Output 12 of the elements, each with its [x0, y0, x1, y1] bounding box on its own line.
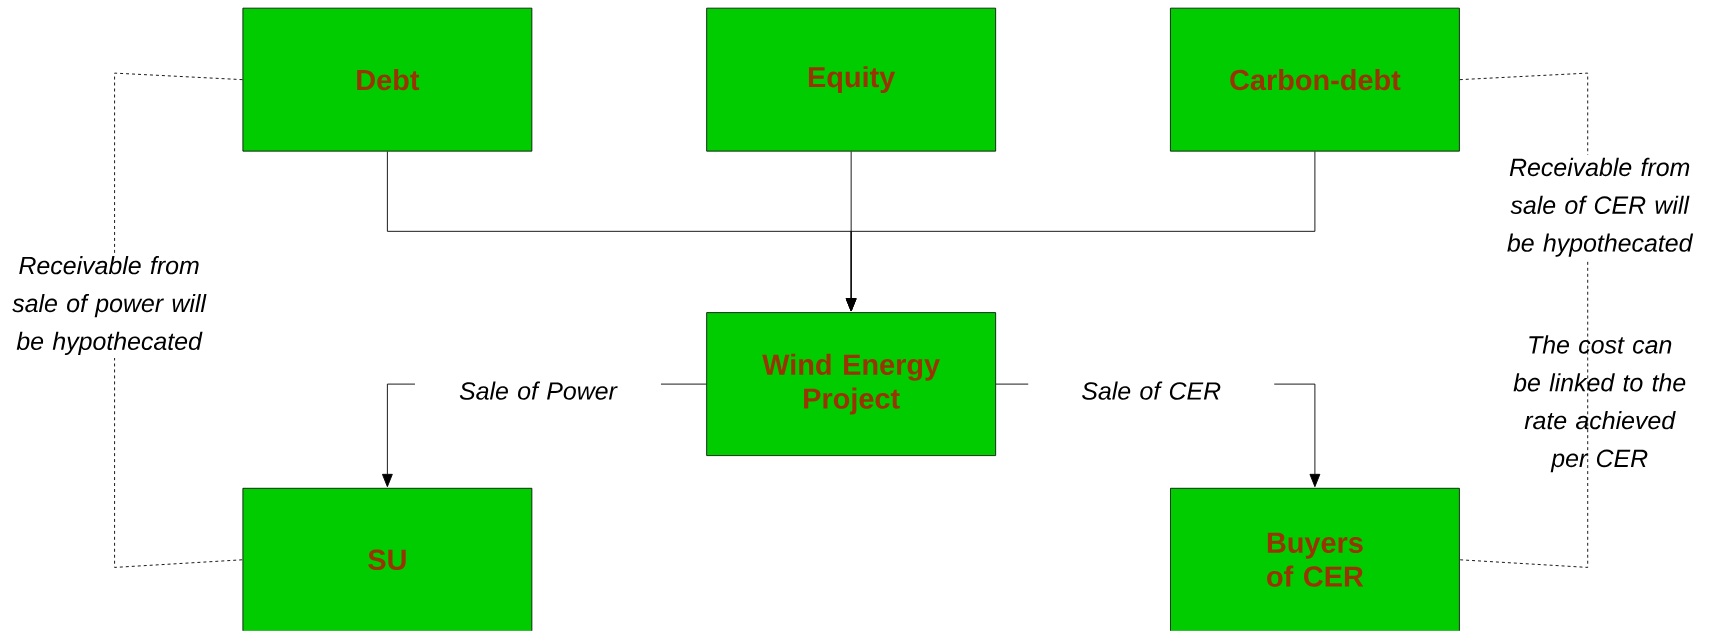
process-box: Debt: [242, 7, 533, 152]
note-text: The cost can be linked to the rate achieved per CER: [1513, 335, 1686, 473]
process-box: SU: [242, 488, 533, 631]
edge-label: Sale of CER: [1028, 378, 1275, 403]
process-box: Carbon-debt: [1170, 7, 1460, 152]
process-box: Wind Energy Project: [706, 312, 997, 457]
process-box: Buyers of CER: [1170, 488, 1460, 631]
edge-label: Receivable from sale of power will be hypothecated: [2, 253, 216, 359]
edge-label: Receivable from sale of CER will be hypothecated: [1495, 155, 1704, 260]
edge-label: Sale of Power: [414, 378, 661, 403]
process-box: Equity: [706, 7, 997, 152]
arrow: [845, 151, 1316, 312]
